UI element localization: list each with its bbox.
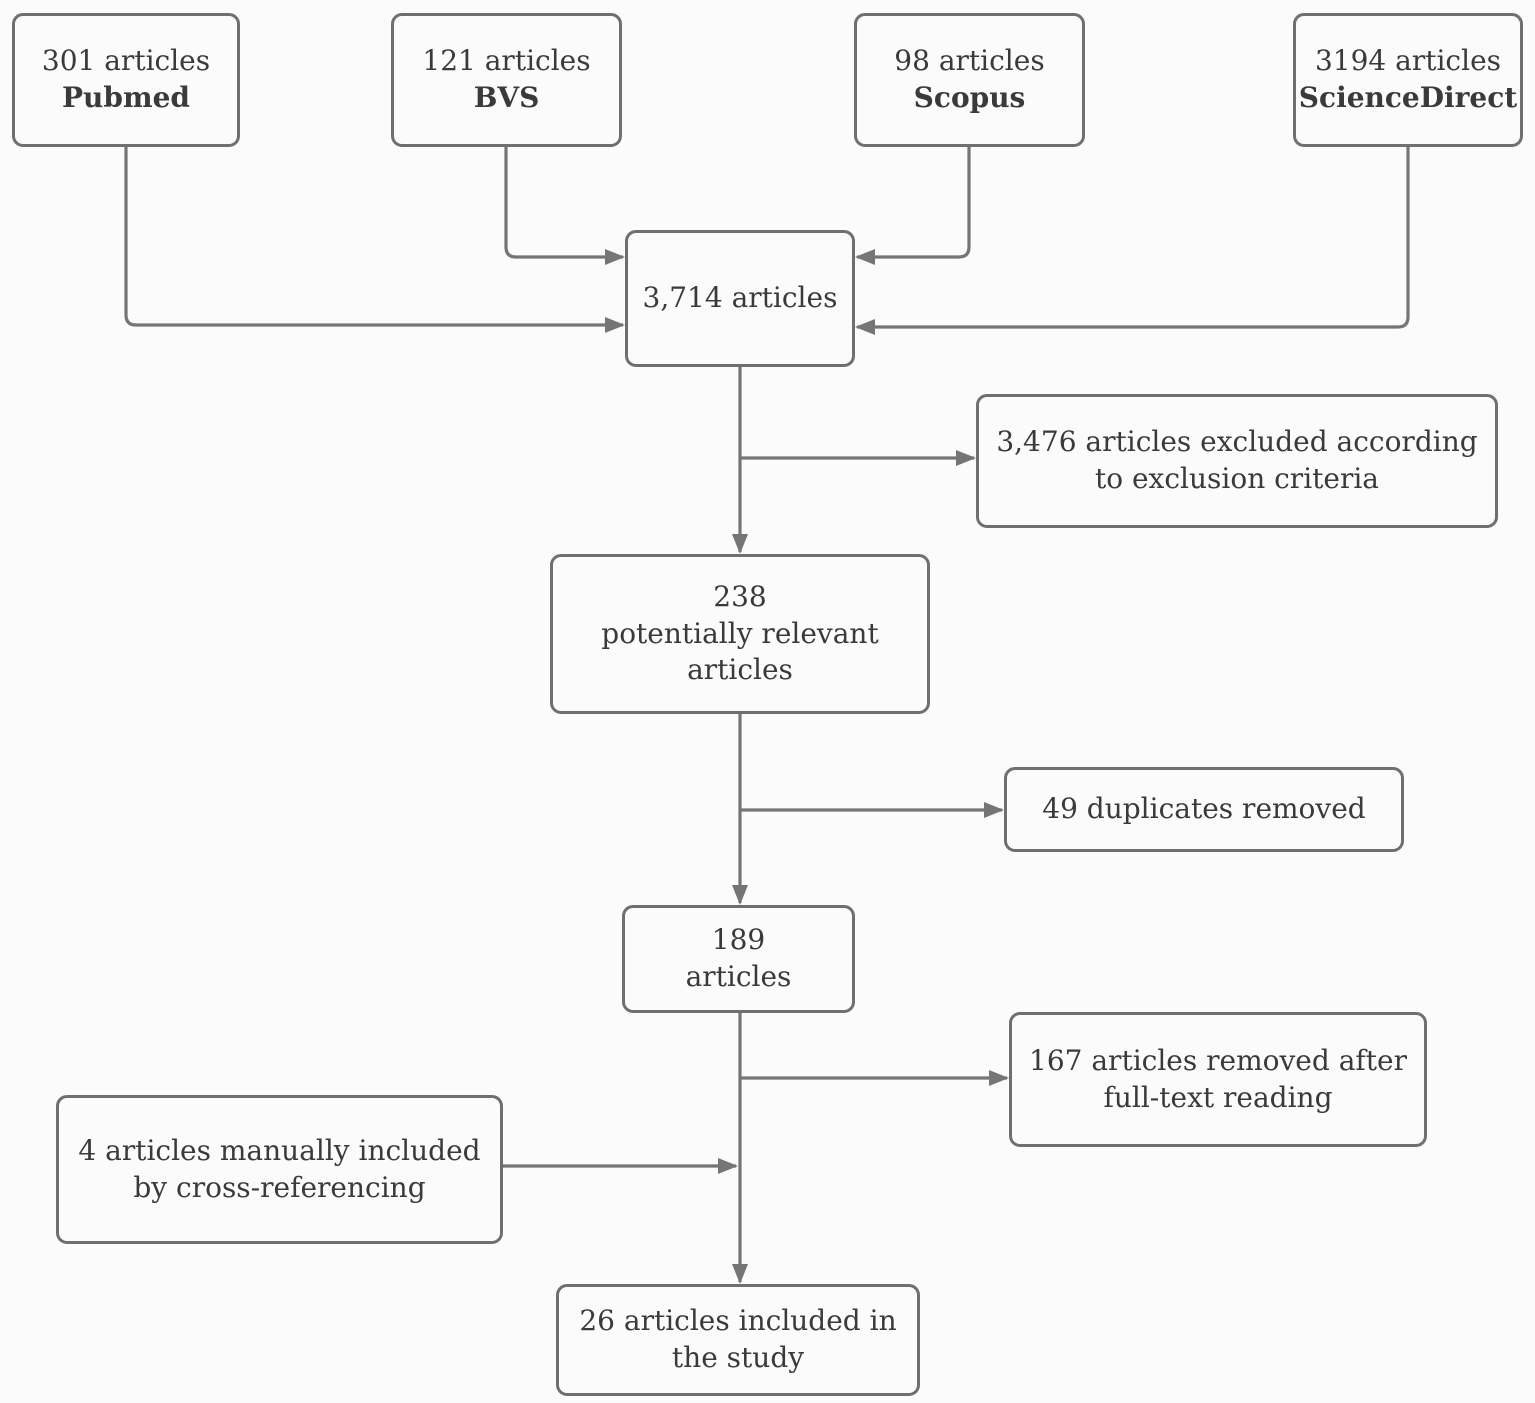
fulltext-removed-line2: full-text reading [1103, 1080, 1333, 1114]
potentially-relevant-line2: potentially relevant [601, 616, 879, 650]
connector-pubmed-to-combined [124, 147, 625, 333]
excluded-criteria-line2: to exclusion criteria [1094, 462, 1380, 495]
source-box-scopus: 98 articles Scopus [854, 13, 1085, 147]
manually-included-line1: 4 articles manually included [78, 1133, 481, 1167]
pubmed-label: Pubmed [61, 81, 190, 114]
articles-189-label: articles [685, 960, 792, 993]
combined-articles-box: 3,714 articles [625, 230, 855, 367]
scopus-count: 98 articles [894, 44, 1045, 78]
pubmed-count: 301 articles [41, 44, 211, 78]
potentially-relevant-count: 238 [713, 579, 767, 613]
manually-included-box: 4 articles manually included by cross-re… [56, 1095, 503, 1244]
articles-189-box: 189 articles [622, 905, 855, 1013]
scopus-label: Scopus [913, 81, 1026, 114]
duplicates-removed-label: 49 duplicates removed [1042, 792, 1366, 826]
source-box-bvs: 121 articles BVS [391, 13, 622, 147]
potentially-relevant-box: 238 potentially relevant articles [550, 554, 930, 714]
bvs-label: BVS [473, 81, 540, 114]
included-final-box: 26 articles included in the study [556, 1284, 920, 1396]
fulltext-removed-box: 167 articles removed after full-text rea… [1009, 1012, 1427, 1147]
potentially-relevant-line3: articles [687, 653, 793, 687]
articles-189-count: 189 [711, 923, 766, 957]
connector-scopus-to-combined [855, 147, 971, 265]
sciencedirect-count: 3194 articles [1314, 44, 1502, 78]
included-final-line1: 26 articles included in [579, 1304, 897, 1338]
sciencedirect-label: ScienceDirect [1298, 81, 1518, 114]
connector-bvs-to-combined [504, 147, 625, 265]
connector-sciencedirect-to-combined [855, 147, 1410, 335]
excluded-criteria-line1: 3,476 articles excluded according [996, 425, 1478, 459]
combined-articles-label: 3,714 articles [642, 281, 838, 315]
duplicates-removed-box: 49 duplicates removed [1004, 767, 1404, 852]
bvs-count: 121 articles [422, 44, 591, 78]
included-final-line2: the study [671, 1341, 805, 1374]
fulltext-removed-line1: 167 articles removed after [1029, 1043, 1407, 1077]
excluded-criteria-box: 3,476 articles excluded according to exc… [976, 394, 1498, 528]
manually-included-line2: by cross-referencing [133, 1170, 426, 1204]
source-box-sciencedirect: 3194 articles ScienceDirect [1293, 13, 1523, 147]
source-box-pubmed: 301 articles Pubmed [12, 13, 240, 147]
